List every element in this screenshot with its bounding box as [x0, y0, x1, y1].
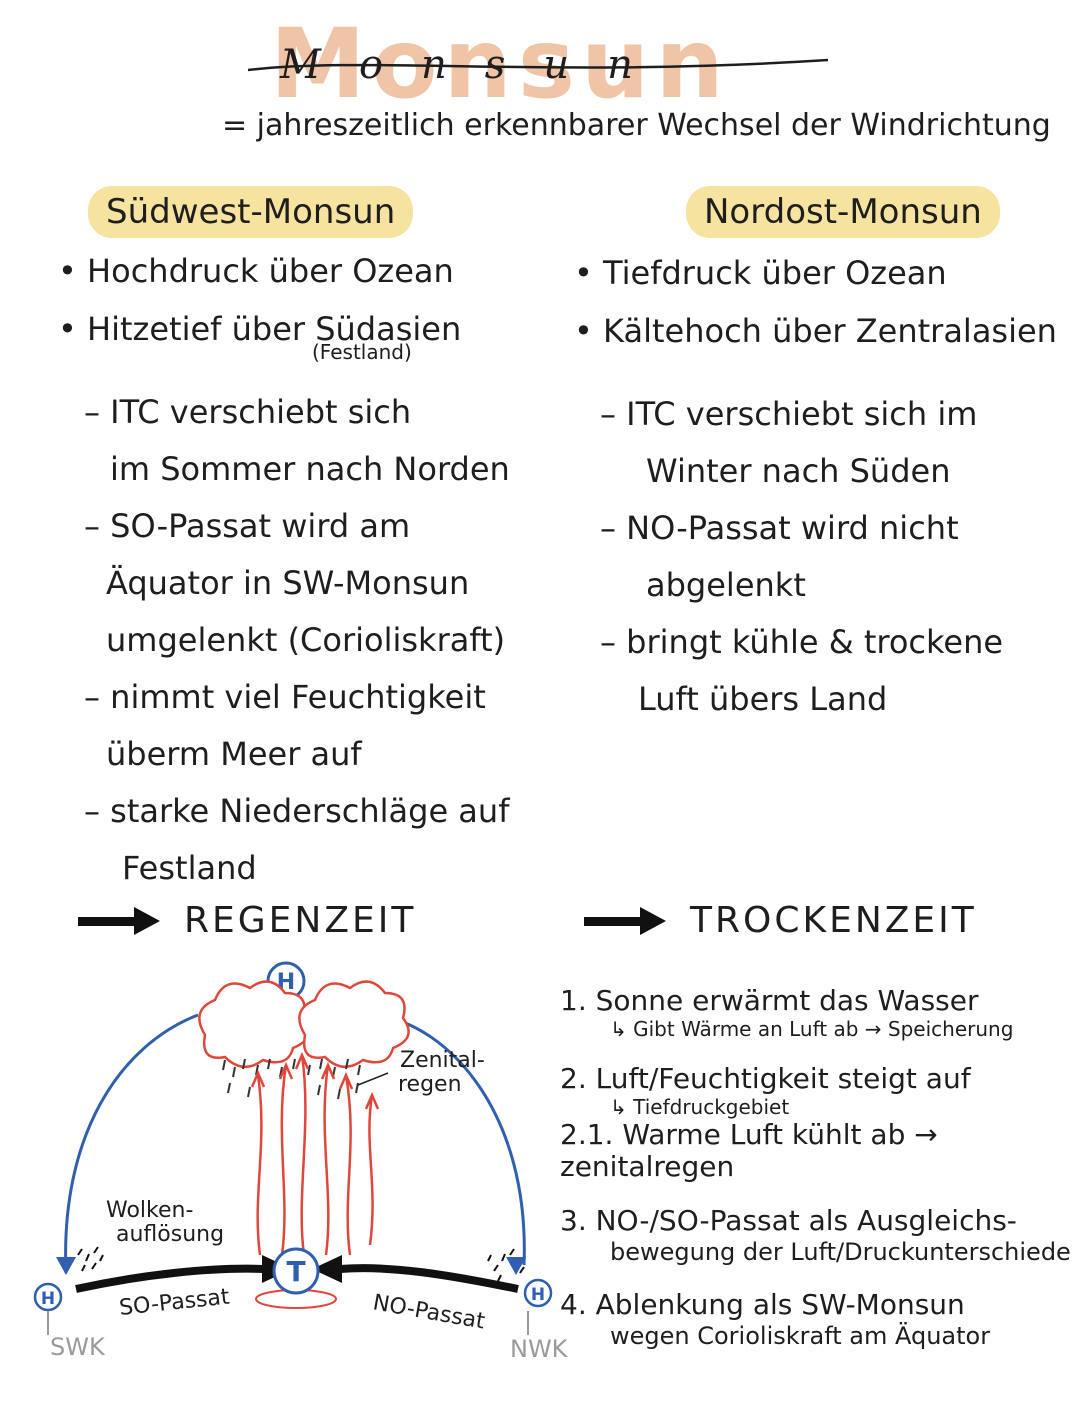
northeast-result-label: TROCKENZEIT — [690, 900, 977, 941]
high-pressure-left-icon: H — [33, 1282, 63, 1312]
southwest-point: – nimmt viel Feuchtigkeit — [84, 678, 486, 716]
so-passat-arrow — [75, 1264, 265, 1293]
northeast-bullet-1: Tiefdruck über Ozean — [574, 244, 1057, 302]
southwest-points: – ITC verschiebt sich im Sommer nach Nor… — [84, 384, 510, 897]
step-3-note: bewegung der Luft/Druckunterschiede — [610, 1238, 1071, 1266]
northeast-result: TROCKENZEIT — [584, 900, 977, 941]
cloud-icon — [198, 980, 310, 1068]
northeast-point: Luft übers Land — [638, 680, 888, 718]
svg-text:H: H — [41, 1289, 55, 1309]
zenith-rain-pointer — [357, 1072, 389, 1086]
southwest-point: überm Meer auf — [106, 735, 362, 773]
so-passat-label: SO-Passat — [118, 1285, 231, 1321]
cloud-dissolve-label: Wolken-auflösung — [106, 1198, 224, 1247]
southwest-point: Äquator in SW-Monsun — [106, 564, 470, 602]
arrowhead-left-icon — [312, 1255, 342, 1283]
right-arrow-icon — [584, 906, 668, 935]
southwest-point: – SO-Passat wird am — [84, 507, 411, 545]
southwest-bullet-1: Hochdruck über Ozean — [58, 242, 461, 300]
northeast-bullets: Tiefdruck über Ozean Kältehoch über Zent… — [574, 244, 1057, 360]
northeast-point: abgelenkt — [646, 566, 806, 604]
southwest-point: im Sommer nach Norden — [110, 450, 510, 488]
northeast-point: – bringt kühle & trockene — [600, 623, 1004, 661]
southwest-point: umgelenkt (Corioliskraft) — [106, 621, 506, 659]
high-pressure-right-icon: H — [523, 1278, 553, 1308]
southwest-point: – starke Niederschläge auf — [84, 792, 510, 830]
northeast-point: – ITC verschiebt sich im — [600, 395, 978, 433]
southwest-point: Festland — [122, 849, 257, 887]
northeast-heading-wrap: Nordost-Monsun — [686, 186, 1000, 238]
southwest-point: – ITC verschiebt sich — [84, 393, 412, 431]
nwk-label: NWK — [510, 1335, 569, 1363]
step-1-note: ↳ Gibt Wärme an Luft ab → Speicherung — [610, 1017, 1014, 1041]
step-4: 4. Ablenkung als SW-Monsun — [560, 1288, 965, 1321]
definition-text: = jahreszeitlich erkennbarer Wechsel der… — [222, 108, 1051, 143]
northeast-points: – ITC verschiebt sich im Winter nach Süd… — [600, 386, 1003, 728]
northeast-point: – NO-Passat wird nicht — [600, 509, 959, 547]
northeast-heading: Nordost-Monsun — [686, 186, 1000, 238]
southwest-bullets: Hochdruck über Ozean Hitzetief über Süda… — [58, 242, 461, 358]
rain-icon — [222, 1058, 361, 1100]
swk-label: SWK — [50, 1333, 106, 1361]
southwest-heading-wrap: Südwest-Monsun — [88, 186, 414, 238]
step-3: 3. NO-/SO-Passat als Ausgleichs- — [560, 1204, 1017, 1237]
title-underline — [248, 58, 828, 72]
descending-air-right-icon — [506, 1257, 526, 1275]
low-pressure-icon: T — [272, 1247, 320, 1295]
left-circulation-arc — [64, 1013, 199, 1274]
cloud-icon — [298, 980, 410, 1068]
northeast-point: Winter nach Süden — [646, 452, 951, 490]
right-arrow-icon — [78, 906, 162, 935]
svg-text:T: T — [286, 1255, 305, 1288]
step-2: 2. Luft/Feuchtigkeit steigt auf — [560, 1062, 971, 1095]
southwest-bullet-2: Hitzetief über Südasien — [58, 300, 461, 358]
no-passat-label: NO-Passat — [371, 1290, 487, 1334]
southwest-bullet-note: (Festland) — [312, 340, 412, 364]
no-passat-arrow — [339, 1264, 519, 1293]
southwest-heading: Südwest-Monsun — [88, 186, 414, 238]
southwest-result: REGENZEIT — [78, 900, 416, 941]
northeast-bullet-2: Kältehoch über Zentralasien — [574, 302, 1057, 360]
step-2-note: ↳ Tiefdruckgebiet — [610, 1095, 790, 1119]
descending-air-left-icon — [56, 1257, 76, 1275]
monsoon-diagram: H Zenital-regen Wolken-auflösung SO-Pass… — [33, 961, 569, 1363]
zenith-rain-label: Zenital-regen — [398, 1048, 485, 1097]
step-1: 1. Sonne erwärmt das Wasser — [560, 984, 979, 1017]
svg-text:H: H — [531, 1285, 545, 1305]
rising-air-arrows — [250, 1051, 380, 1256]
step-2-1: 2.1. Warme Luft kühlt ab → zenitalregen — [560, 1118, 938, 1183]
process-steps: 1. Sonne erwärmt das Wasser ↳ Gibt Wärme… — [560, 985, 1075, 1351]
step-4-note: wegen Corioliskraft am Äquator — [610, 1322, 991, 1350]
dissolving-cloud-scribble — [77, 1246, 525, 1282]
southwest-result-label: REGENZEIT — [184, 900, 417, 941]
